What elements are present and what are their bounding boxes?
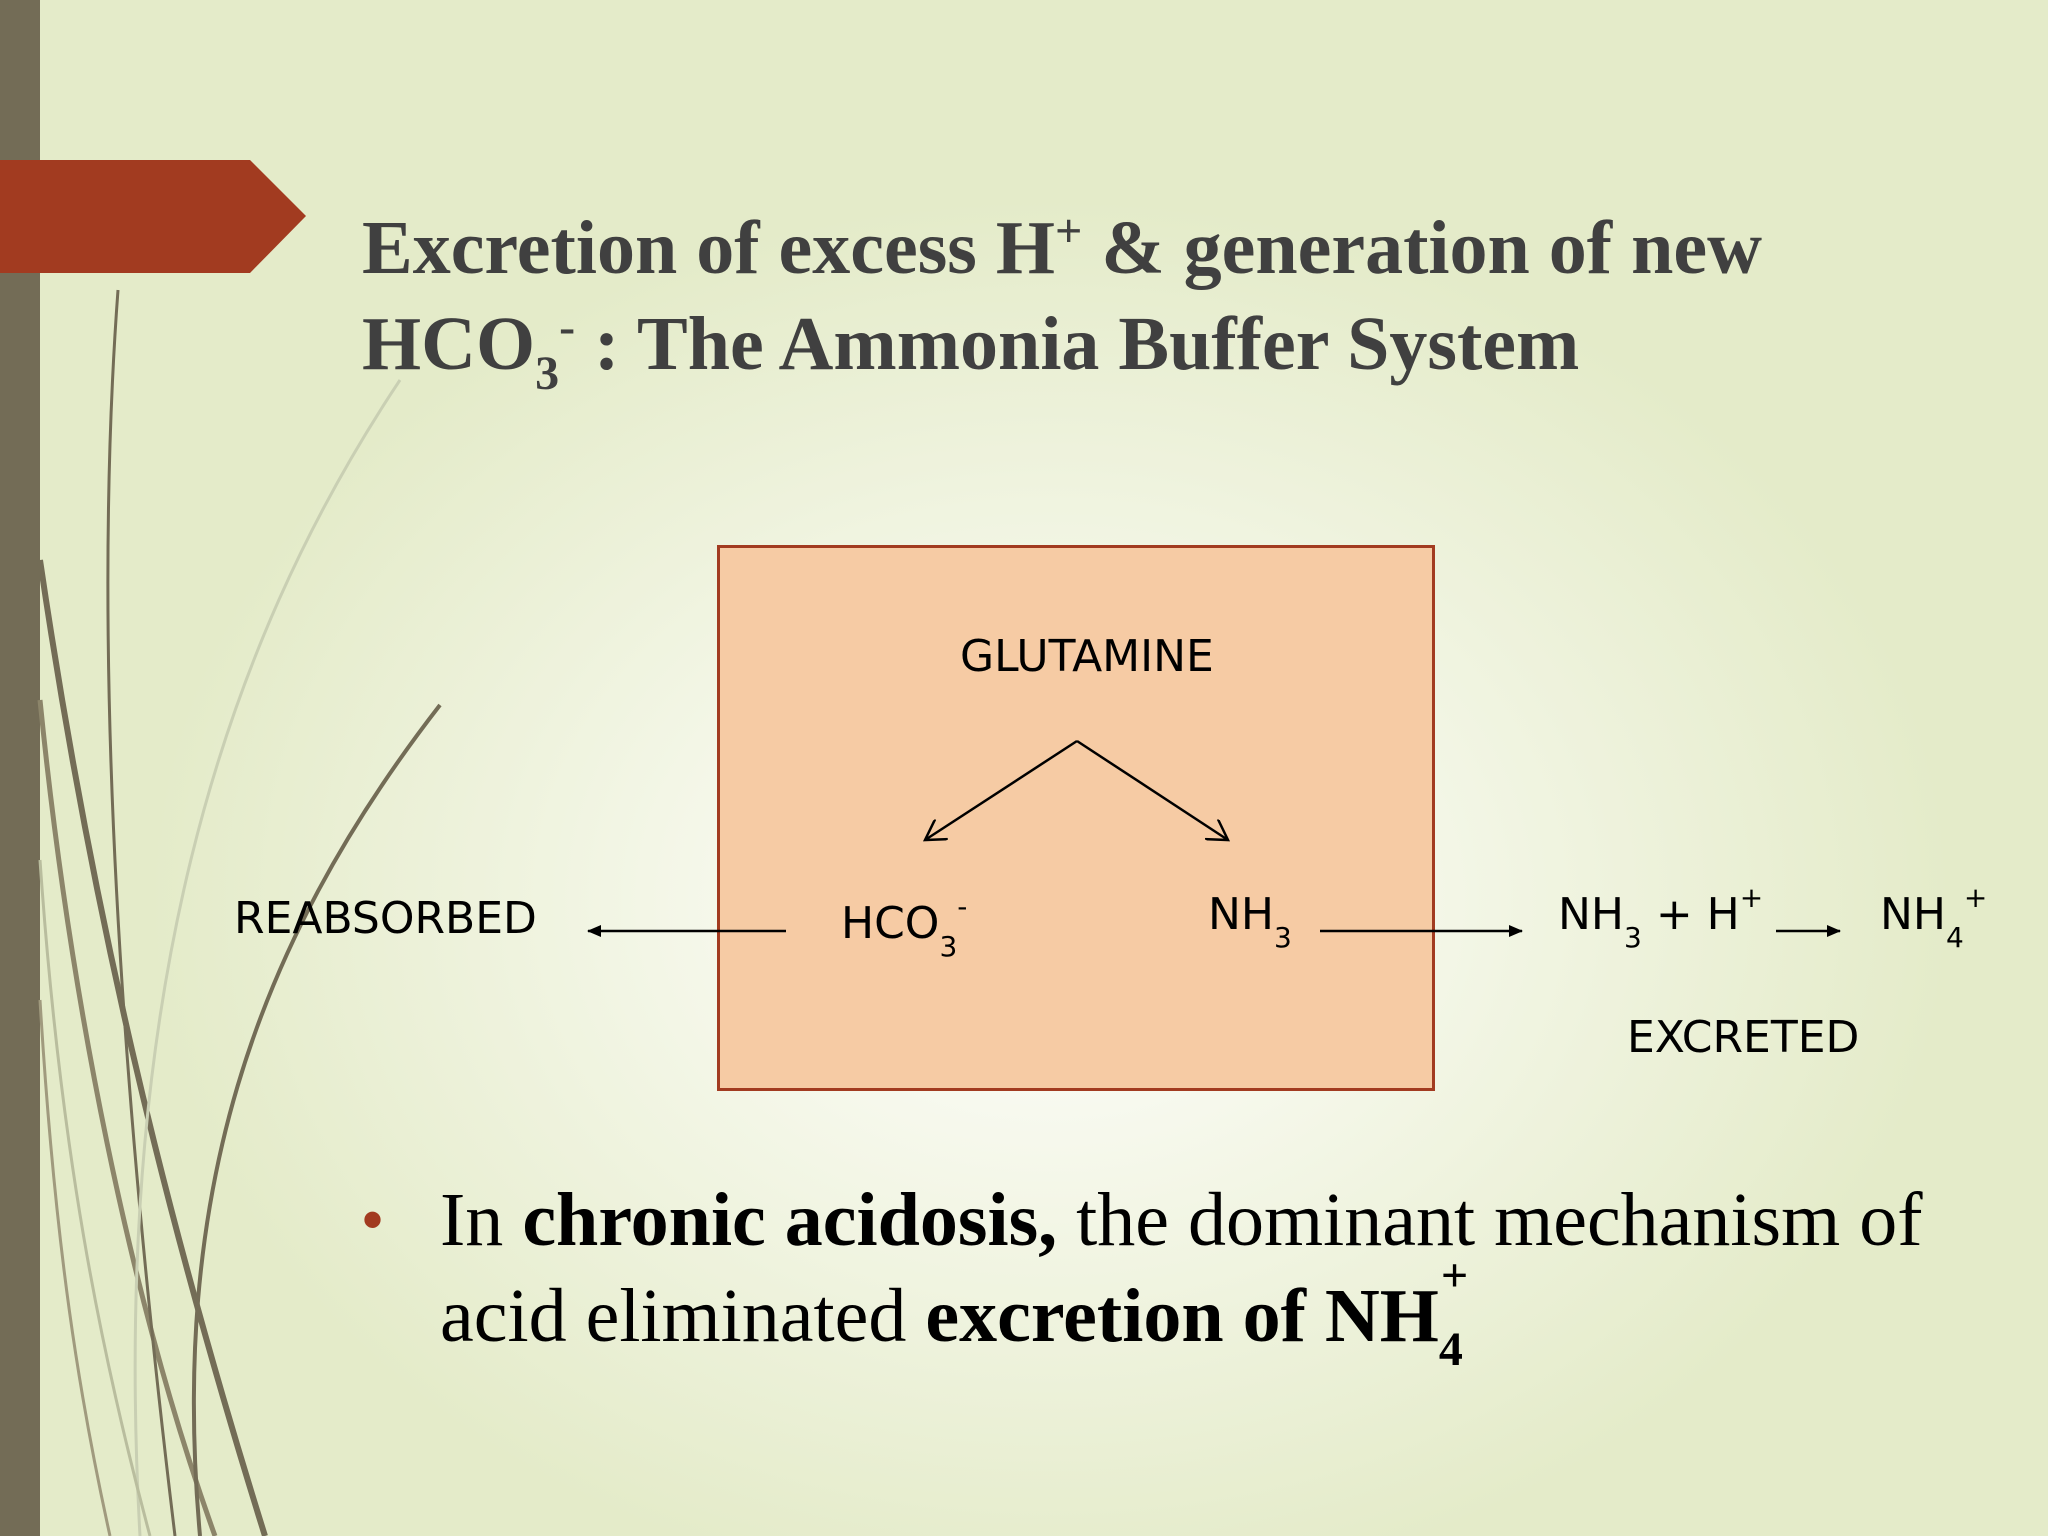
cell-box (717, 545, 1435, 1091)
decorative-grass-lines (37, 289, 442, 1536)
arrow-to-nh3 (1076, 739, 1228, 840)
nh4-product-label: NH4+ (1880, 881, 1988, 954)
nh3-label: NH3 (1208, 889, 1292, 954)
reaction-label: NH3 + H+ (1558, 881, 1764, 954)
hco3-label: HCO3- (841, 890, 968, 963)
excreted-label: EXCRETED (1627, 1012, 1860, 1063)
bullet-marker: • (362, 1186, 384, 1253)
arrow-to-hco3 (925, 739, 1078, 840)
title-accent-tab (0, 160, 306, 273)
bullet-text: In chronic acidosis, the dominant mechan… (440, 1178, 1923, 1377)
glutamine-label: GLUTAMINE (960, 631, 1214, 682)
slide-title: Excretion of excess H+ & generation of n… (362, 204, 1763, 401)
reabsorbed-label: REABSORBED (234, 893, 537, 944)
